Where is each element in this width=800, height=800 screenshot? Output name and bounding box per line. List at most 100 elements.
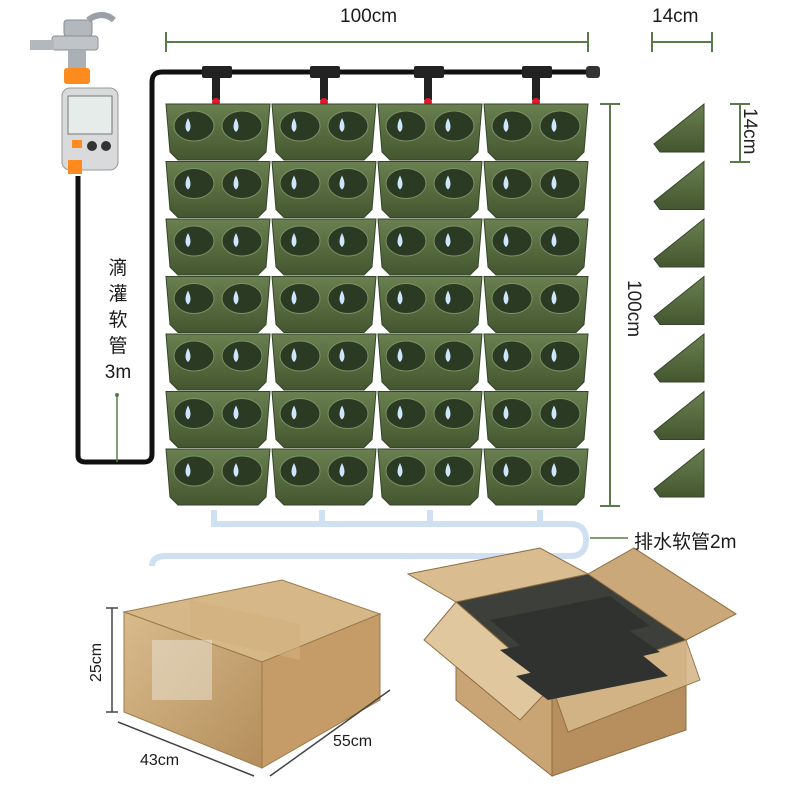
water-drop-icon bbox=[233, 405, 239, 420]
planter-pot bbox=[271, 448, 377, 506]
water-drop-icon bbox=[551, 233, 557, 247]
planter-pot bbox=[165, 161, 271, 218]
planter-side-segment bbox=[653, 275, 705, 325]
drip-hose-char: 滴 bbox=[108, 258, 128, 279]
drip-hose-char: 管 bbox=[108, 336, 128, 357]
water-timer bbox=[61, 87, 119, 174]
faucet-icon bbox=[30, 12, 116, 84]
planter-pot bbox=[271, 218, 377, 276]
water-drop-icon bbox=[291, 348, 297, 362]
box-length-label: 55cm bbox=[333, 733, 373, 750]
water-drop-icon bbox=[445, 405, 451, 420]
water-drop-icon bbox=[445, 290, 451, 305]
water-drop-icon bbox=[551, 175, 557, 190]
planter-pot bbox=[483, 276, 589, 333]
water-drop-icon bbox=[233, 233, 239, 247]
water-drop-icon bbox=[291, 118, 297, 132]
water-drop-icon bbox=[397, 233, 403, 247]
water-drop-icon bbox=[291, 463, 297, 477]
planter-pot bbox=[377, 448, 483, 506]
wall-width-label: 100cm bbox=[340, 6, 398, 27]
side-depth-dimension-line bbox=[651, 32, 713, 52]
shipping-box-closed bbox=[122, 579, 382, 769]
planter-wall bbox=[165, 103, 589, 506]
planter-pot bbox=[165, 276, 271, 333]
water-drop-icon bbox=[551, 118, 557, 132]
water-drop-icon bbox=[397, 290, 403, 305]
water-drop-icon bbox=[185, 233, 191, 247]
planter-pot bbox=[165, 103, 271, 161]
water-drop-icon bbox=[551, 348, 557, 362]
drip-hose-label: 滴 灌 软 管 3m bbox=[103, 256, 133, 386]
planter-side-segment bbox=[653, 447, 705, 498]
planter-pot bbox=[165, 333, 271, 391]
planter-side-segment bbox=[653, 332, 705, 383]
water-drop-icon bbox=[397, 463, 403, 477]
planter-pot bbox=[271, 276, 377, 333]
water-drop-icon bbox=[445, 463, 451, 477]
planter-pot bbox=[483, 218, 589, 276]
water-drop-icon bbox=[503, 290, 509, 305]
planter-side-segment bbox=[653, 217, 705, 268]
water-drop-icon bbox=[339, 348, 345, 362]
water-drop-icon bbox=[503, 348, 509, 362]
water-drop-icon bbox=[503, 118, 509, 132]
drain-hose bbox=[149, 510, 590, 567]
planter-pot bbox=[483, 391, 589, 448]
planter-pot bbox=[271, 161, 377, 218]
water-drop-icon bbox=[397, 118, 403, 132]
water-drop-icon bbox=[233, 463, 239, 477]
water-drop-icon bbox=[503, 463, 509, 477]
water-drop-icon bbox=[339, 175, 345, 190]
water-drop-icon bbox=[233, 118, 239, 132]
width-dimension-line bbox=[165, 32, 589, 52]
pot-height-label: 14cm bbox=[739, 108, 760, 155]
drip-hose-char: 灌 bbox=[108, 284, 128, 305]
water-drop-icon bbox=[185, 405, 191, 420]
water-drop-icon bbox=[503, 405, 509, 420]
water-drop-icon bbox=[233, 175, 239, 190]
height-dimension-line bbox=[600, 103, 620, 507]
water-drop-icon bbox=[185, 290, 191, 305]
planter-pot bbox=[165, 448, 271, 506]
water-drop-icon bbox=[291, 175, 297, 190]
pot-depth-label: 14cm bbox=[652, 6, 699, 27]
drip-hose bbox=[75, 69, 592, 465]
water-drop-icon bbox=[445, 175, 451, 190]
pot-height-dimension-line bbox=[730, 103, 750, 163]
planter-pot bbox=[483, 161, 589, 218]
box-height-label: 25cm bbox=[88, 642, 105, 682]
water-drop-icon bbox=[185, 118, 191, 132]
water-drop-icon bbox=[551, 405, 557, 420]
water-drop-icon bbox=[551, 463, 557, 477]
water-drop-icon bbox=[503, 233, 509, 247]
water-drop-icon bbox=[185, 463, 191, 477]
shipping-box-open bbox=[406, 547, 737, 778]
water-drop-icon bbox=[339, 290, 345, 305]
wall-height-label: 100cm bbox=[623, 280, 644, 338]
drip-hose-length: 3m bbox=[104, 362, 132, 383]
water-drop-icon bbox=[291, 405, 297, 420]
planter-pot bbox=[377, 333, 483, 391]
planter-pot bbox=[377, 218, 483, 276]
water-drop-icon bbox=[397, 175, 403, 190]
water-drop-icon bbox=[291, 290, 297, 305]
water-drop-icon bbox=[397, 405, 403, 420]
planter-pot bbox=[377, 391, 483, 448]
planter-pot bbox=[377, 276, 483, 333]
planter-side-view bbox=[653, 102, 705, 498]
water-drop-icon bbox=[445, 118, 451, 132]
planter-pot bbox=[271, 103, 377, 161]
planter-pot bbox=[165, 218, 271, 276]
planter-side-segment bbox=[653, 102, 705, 153]
water-drop-icon bbox=[551, 290, 557, 305]
planter-pot bbox=[271, 391, 377, 448]
planter-pot bbox=[483, 333, 589, 391]
water-drop-icon bbox=[445, 233, 451, 247]
planter-pot bbox=[377, 161, 483, 218]
drain-hose-label: 排水软管2m bbox=[634, 532, 737, 553]
water-drop-icon bbox=[233, 290, 239, 305]
planter-pot bbox=[483, 448, 589, 506]
planter-pot bbox=[483, 103, 589, 161]
